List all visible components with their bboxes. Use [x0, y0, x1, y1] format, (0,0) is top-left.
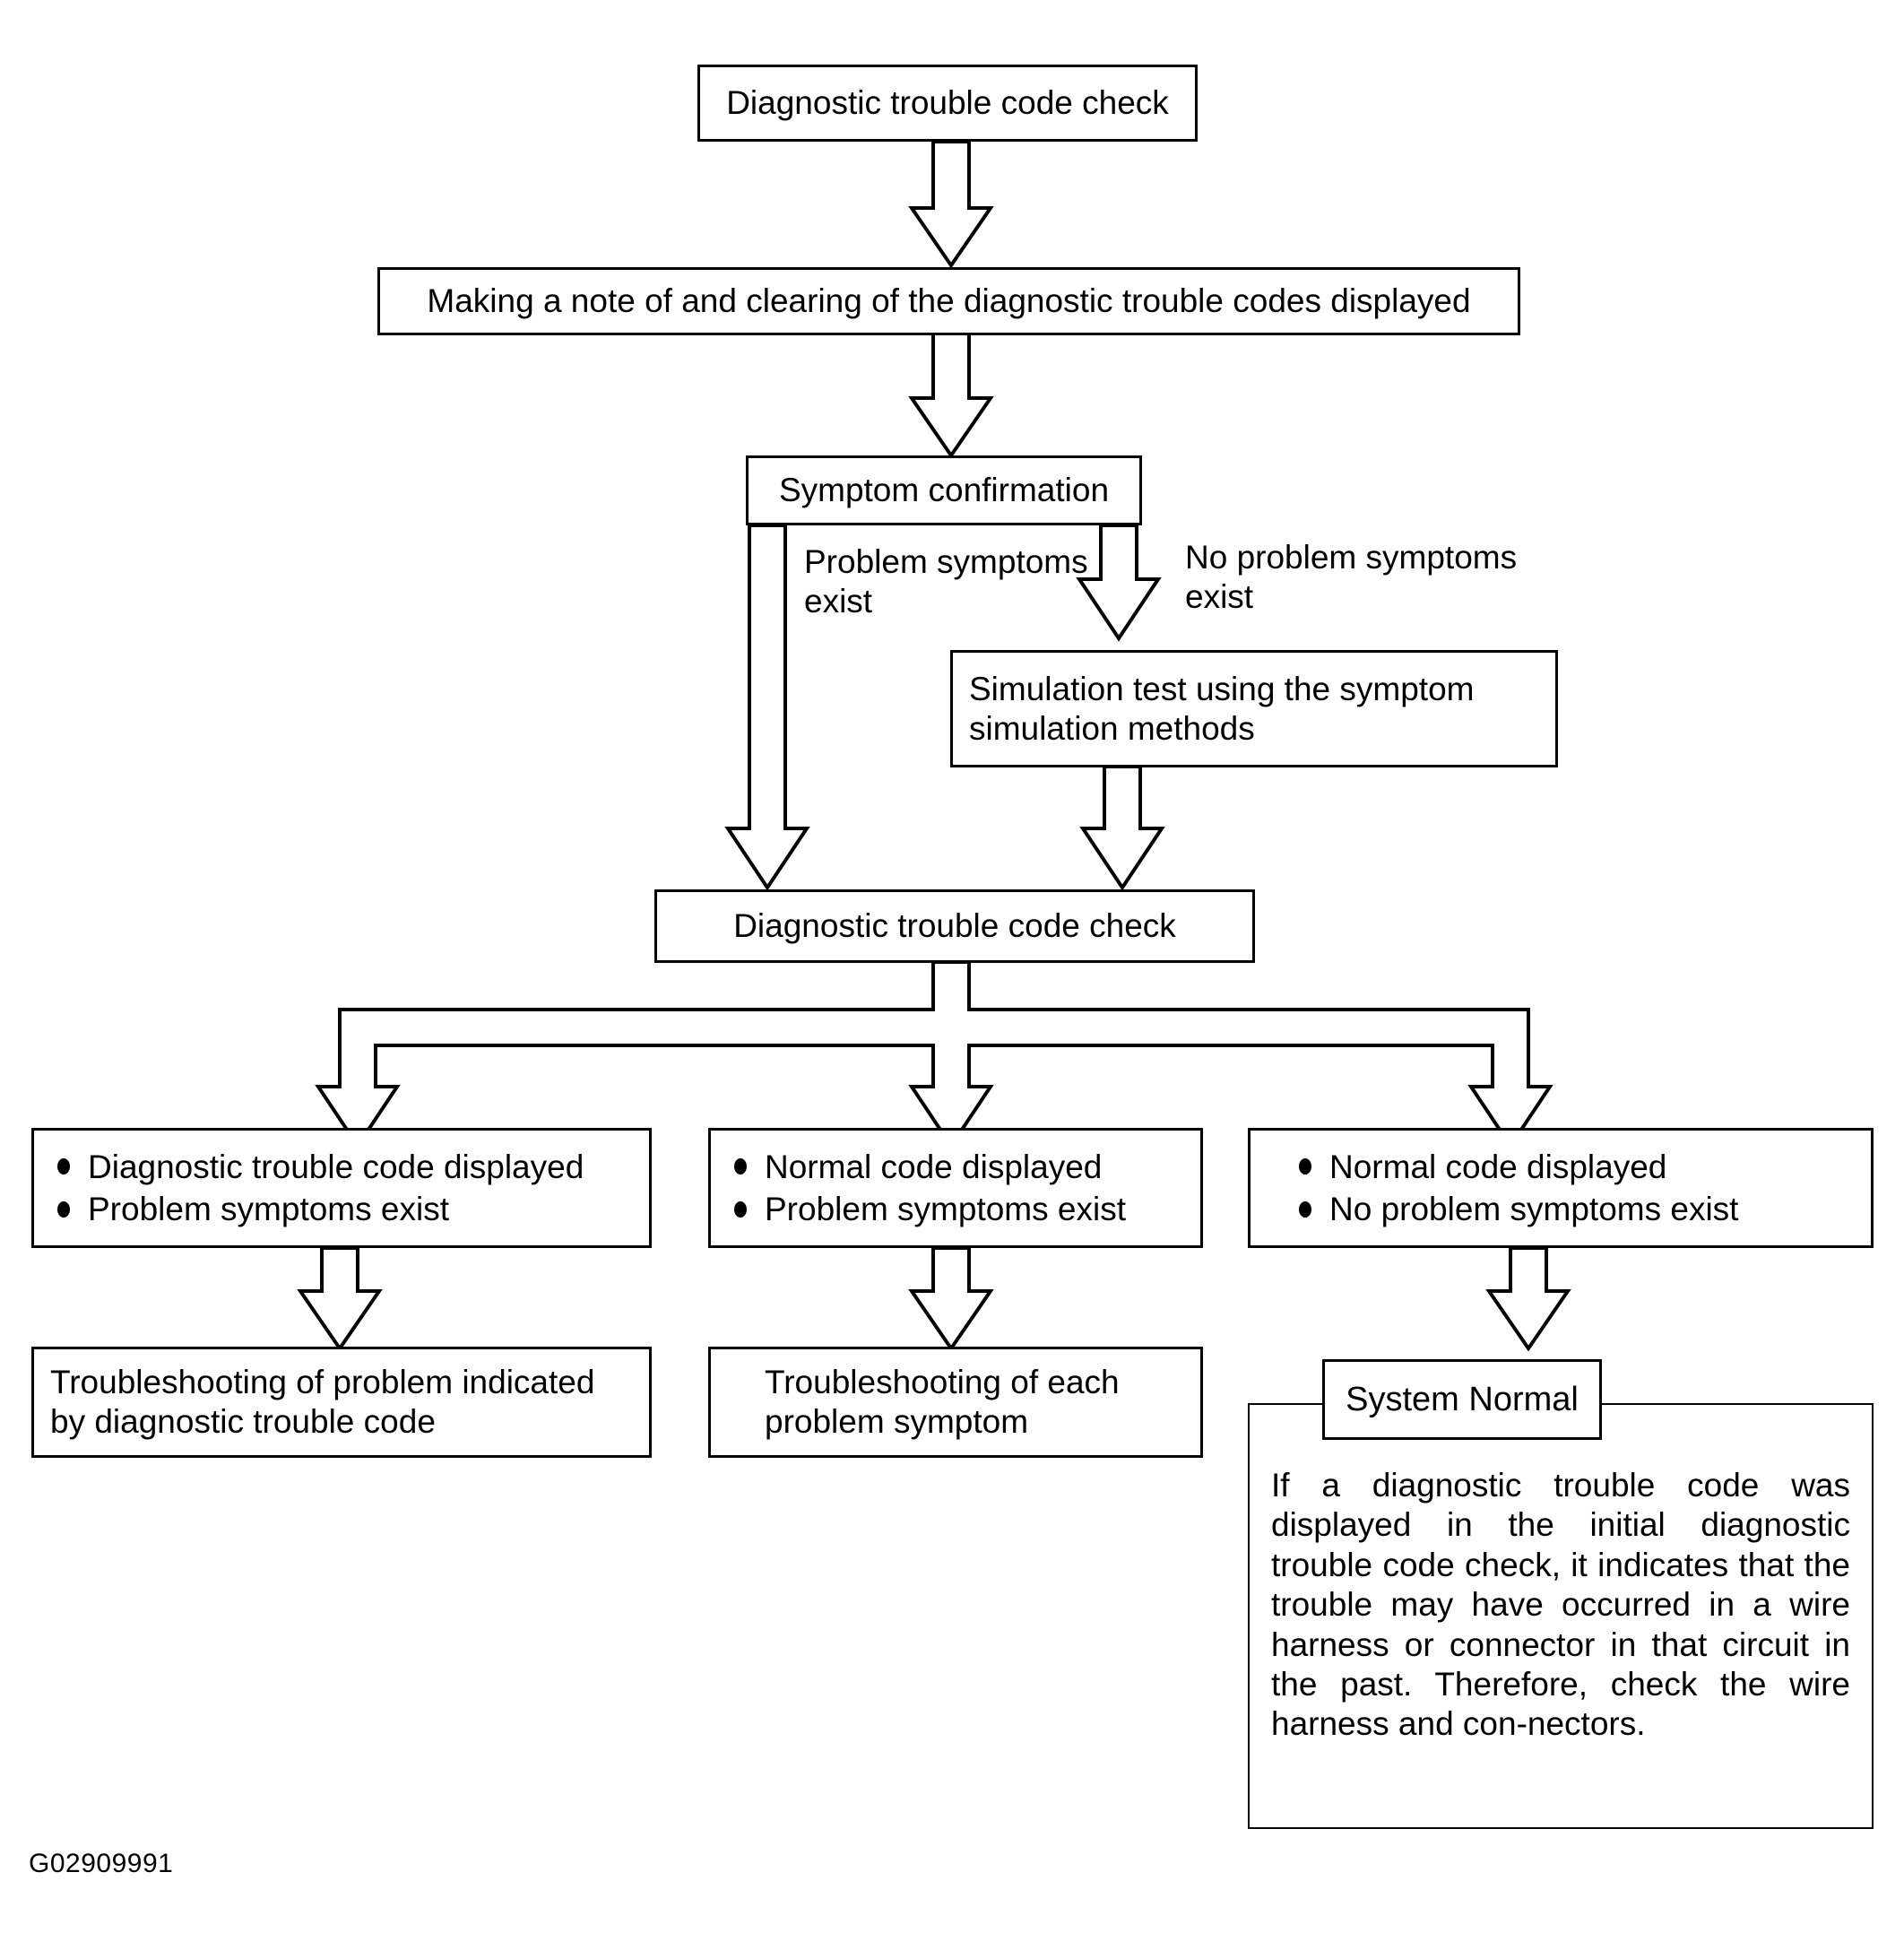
node-simulation-test: Simulation test using the symptom simula… — [950, 650, 1558, 767]
list-item: Normal code displayed — [732, 1146, 1188, 1188]
node-dtc-check-top-label: Diagnostic trouble code check — [726, 84, 1169, 122]
node-outcome-left: Diagnostic trouble code displayed Proble… — [31, 1128, 652, 1248]
arrow-top-to-note — [908, 140, 994, 269]
system-normal-body-text: If a diagnostic trouble code was display… — [1250, 1466, 1872, 1745]
list-item: No problem symptoms exist — [1297, 1188, 1858, 1230]
list-item: Diagnostic trouble code displayed — [56, 1146, 636, 1188]
arrow-three-way-split — [315, 960, 1553, 1149]
arrow-simulation-to-dtc — [1079, 765, 1165, 891]
arrow-no-problem-symptoms-branch — [1076, 524, 1162, 642]
arrow-right-outcome-to-system-normal — [1485, 1246, 1571, 1352]
node-outcome-right: Normal code displayed No problem symptom… — [1248, 1128, 1874, 1248]
list-item: Normal code displayed — [1297, 1146, 1858, 1188]
node-making-a-note-label: Making a note of and clearing of the dia… — [427, 282, 1471, 320]
node-making-a-note: Making a note of and clearing of the dia… — [377, 267, 1520, 335]
node-symptom-confirmation: Symptom confirmation — [746, 455, 1142, 525]
node-result-middle: Troubleshooting of each problem symptom — [708, 1347, 1203, 1458]
outcome-right-bullets: Normal code displayed No problem symptom… — [1251, 1146, 1871, 1231]
node-system-normal-body: If a diagnostic trouble code was display… — [1248, 1403, 1874, 1829]
node-result-left: Troubleshooting of problem indicated by … — [31, 1347, 652, 1458]
system-normal-label-text: System Normal — [1346, 1380, 1579, 1418]
arrow-problem-symptoms-branch — [724, 524, 810, 891]
outcome-middle-bullets: Normal code displayed Problem symptoms e… — [711, 1146, 1200, 1231]
system-normal-paragraph: If a diagnostic trouble code was display… — [1271, 1467, 1850, 1743]
node-dtc-check-top: Diagnostic trouble code check — [697, 65, 1198, 142]
list-item: Problem symptoms exist — [732, 1188, 1188, 1230]
arrow-middle-outcome-to-result — [908, 1246, 994, 1352]
figure-id-caption: G02909991 — [29, 1849, 174, 1878]
edge-label-no-problem-symptoms-exist: No problem symptoms exist — [1185, 539, 1518, 615]
node-simulation-test-label: Simulation test using the symptom simula… — [969, 670, 1475, 747]
list-item: Problem symptoms exist — [56, 1188, 636, 1230]
arrow-left-outcome-to-result — [297, 1246, 383, 1352]
arrow-note-to-symptom — [908, 332, 994, 459]
node-result-left-label: Troubleshooting of problem indicated by … — [50, 1364, 595, 1440]
node-system-normal-label: System Normal — [1322, 1359, 1602, 1440]
outcome-left-bullets: Diagnostic trouble code displayed Proble… — [34, 1146, 649, 1231]
node-dtc-check-second-label: Diagnostic trouble code check — [733, 907, 1176, 945]
edge-label-problem-symptoms-exist: Problem symptoms exist — [804, 543, 1088, 620]
node-outcome-middle: Normal code displayed Problem symptoms e… — [708, 1128, 1203, 1248]
node-result-middle-label: Troubleshooting of each problem symptom — [765, 1364, 1120, 1440]
node-symptom-confirmation-label: Symptom confirmation — [778, 472, 1110, 509]
node-dtc-check-second: Diagnostic trouble code check — [654, 889, 1255, 963]
